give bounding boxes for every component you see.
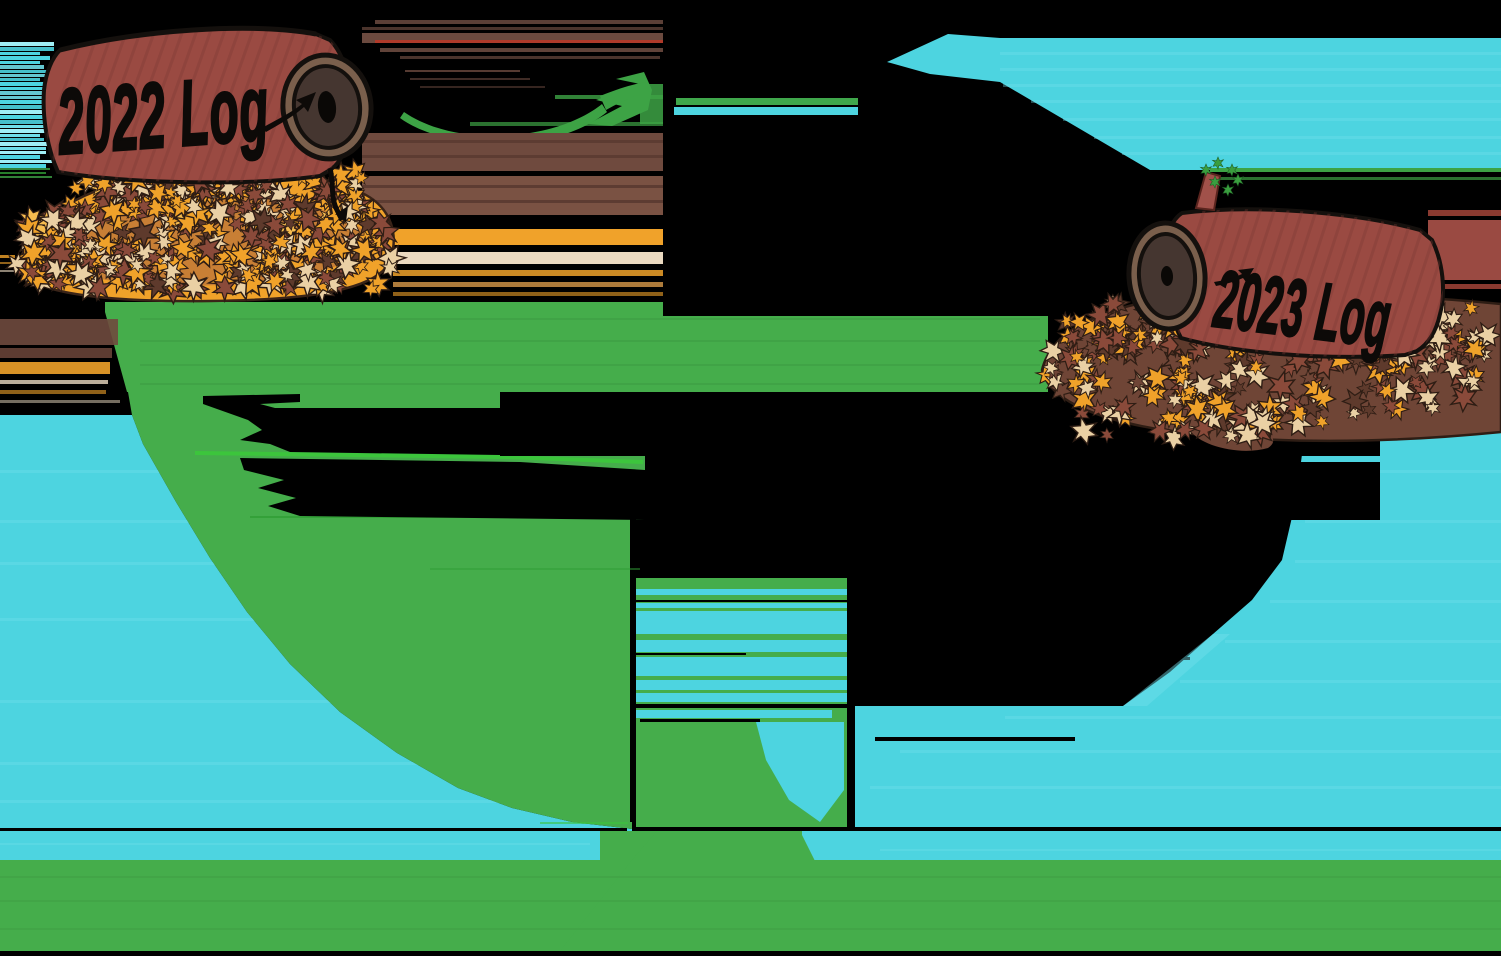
svg-text:2022 Log: 2022 Log — [53, 55, 272, 174]
